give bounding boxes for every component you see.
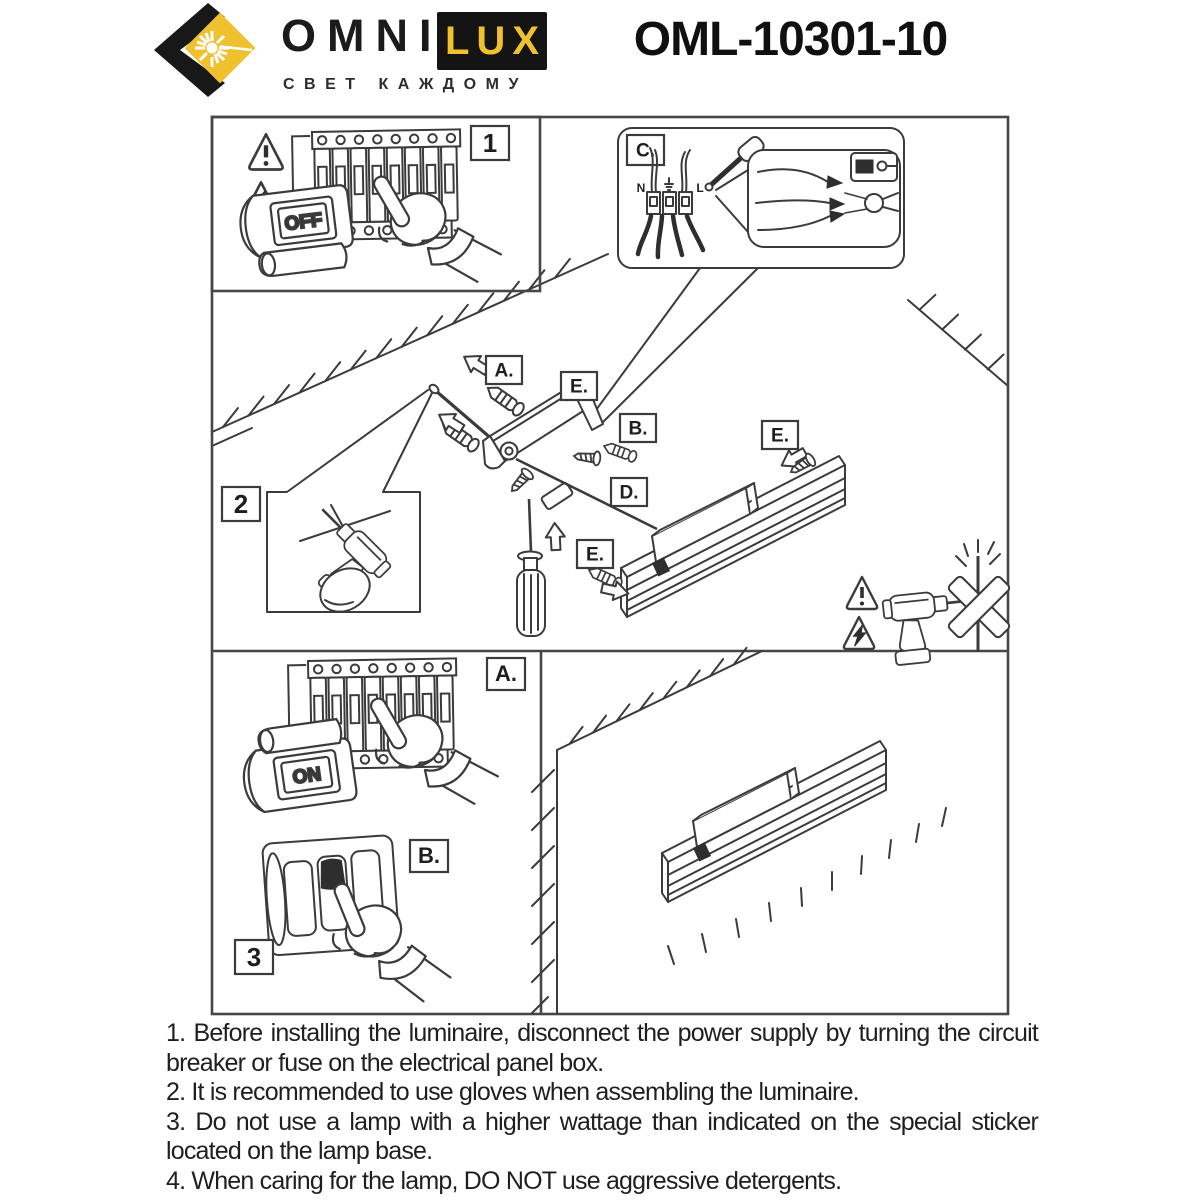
- instruction-item-3: 3. Do not use a lamp with a higher watta…: [166, 1107, 1039, 1166]
- svg-text:E.: E.: [586, 545, 604, 566]
- mounting-bracket: [482, 382, 604, 470]
- off-switch-magnifier: OFF: [239, 184, 354, 278]
- inset-leader-lines: [715, 169, 749, 233]
- cable-clip: [540, 482, 574, 510]
- callout-2-tail: [286, 389, 433, 493]
- terminal-block: N L: [635, 135, 765, 260]
- step1-power-off-illustration: OFF 1: [239, 124, 511, 314]
- svg-text:1: 1: [483, 128, 497, 158]
- lamp-foot: [651, 557, 671, 577]
- instruction-item-2: 2. It is recommended to use gloves when …: [166, 1078, 860, 1106]
- header: OMNI LUX СВЕТ КАЖДОМУ OML-10301-10: [0, 0, 1200, 116]
- step3-number-badge: 3: [233, 938, 275, 976]
- switch-rocker: [282, 860, 317, 937]
- spark-lines: [955, 539, 1001, 567]
- brand-name-omni: OMNI: [281, 10, 443, 61]
- brand-wordmark: OMNI LUX СВЕТ КАЖДОМУ: [281, 10, 551, 93]
- svg-text:A.: A.: [495, 661, 517, 686]
- prohibited-x-icon: [947, 575, 1011, 639]
- callout-a-label: A.: [484, 354, 524, 386]
- lamp-body: [620, 455, 846, 618]
- svg-text:D.: D.: [620, 483, 639, 504]
- no-drill-warning: [842, 539, 1011, 668]
- room-corner: [531, 646, 763, 1014]
- direction-arrow: [544, 521, 567, 552]
- instruction-item-1: 1. Before installing the luminaire, disc…: [166, 1019, 1039, 1077]
- logo-sunburst-icon: [195, 31, 253, 67]
- wall-edge-hatching: [211, 253, 1009, 447]
- drill-grip-hand: [319, 567, 371, 613]
- callout-d-label: D.: [609, 476, 649, 508]
- model-number-title: OML-10301-10: [633, 13, 948, 66]
- warning-exclamation-icon: [263, 145, 269, 166]
- lamp-on-wall: [661, 740, 887, 903]
- bracket-screw: [505, 465, 536, 497]
- svg-text:E.: E.: [570, 377, 588, 398]
- mounted-lamp-scene: [531, 646, 947, 1014]
- inset-wires: [755, 168, 831, 231]
- svg-text:E.: E.: [771, 426, 789, 447]
- on-switch-magnifier: ON: [242, 717, 358, 814]
- callout-c-label: C.: [625, 133, 666, 167]
- callout-e-label: E.: [575, 538, 615, 570]
- inset-terminal-icon: [855, 159, 874, 174]
- main-diagram-border: [210, 115, 1010, 1016]
- svg-text:3: 3: [247, 942, 261, 972]
- brand-lux-badge: LUX: [437, 12, 547, 70]
- step1-number-badge: 1: [469, 124, 511, 162]
- ground-symbol-icon: [664, 177, 674, 191]
- screwdriver: [516, 498, 546, 637]
- callout-b-label: B.: [618, 412, 658, 444]
- svg-text:A.: A.: [495, 361, 514, 382]
- step1-panel-border: [210, 115, 542, 293]
- brand-name-lux: LUX: [445, 18, 546, 63]
- mounting-assembly: A. E. B. D. E. E.: [428, 347, 1011, 668]
- callout-a-label: A.: [485, 656, 527, 692]
- step2-drilling-illustration: 2: [220, 389, 433, 613]
- step3-power-on-illustration: ON A. B. 3: [233, 656, 527, 1026]
- svg-text:B.: B.: [629, 419, 648, 440]
- lightning-bolt-icon: [852, 623, 867, 647]
- svg-text:C.: C.: [636, 141, 655, 162]
- terminal-l-label: L: [696, 181, 703, 195]
- callout-c-wiring: C.: [587, 127, 905, 426]
- wire-connector-icon: [844, 192, 899, 214]
- diagram-frames: [210, 115, 1010, 1016]
- svg-text:2: 2: [234, 489, 248, 519]
- terminal-n-label: N: [637, 181, 646, 195]
- brand-tagline: СВЕТ КАЖДОМУ: [283, 76, 528, 93]
- callout-e-label: E.: [559, 370, 599, 402]
- fixing-anchor: [601, 439, 639, 464]
- light-rays: [667, 807, 947, 965]
- safety-instructions: 1. Before installing the luminaire, disc…: [166, 1019, 1039, 1196]
- callout-e-label: E.: [760, 419, 800, 451]
- step2-number-badge: 2: [220, 485, 262, 523]
- instruction-item-4: 4. When caring for the lamp, DO NOT use …: [166, 1166, 842, 1195]
- svg-text:B.: B.: [418, 843, 440, 868]
- brand-logo-icon: [154, 3, 256, 97]
- wall-anchor: [482, 381, 528, 419]
- inset-arrows: [826, 175, 846, 223]
- callout-b-label: B.: [408, 838, 450, 874]
- terminal-wires: [635, 213, 706, 260]
- fixing-screw: [572, 448, 602, 467]
- callout-c-tail: [587, 267, 759, 426]
- wire-insert-inset: [747, 149, 901, 248]
- alignment-line-d: [515, 457, 658, 531]
- on-label: ON: [291, 764, 322, 789]
